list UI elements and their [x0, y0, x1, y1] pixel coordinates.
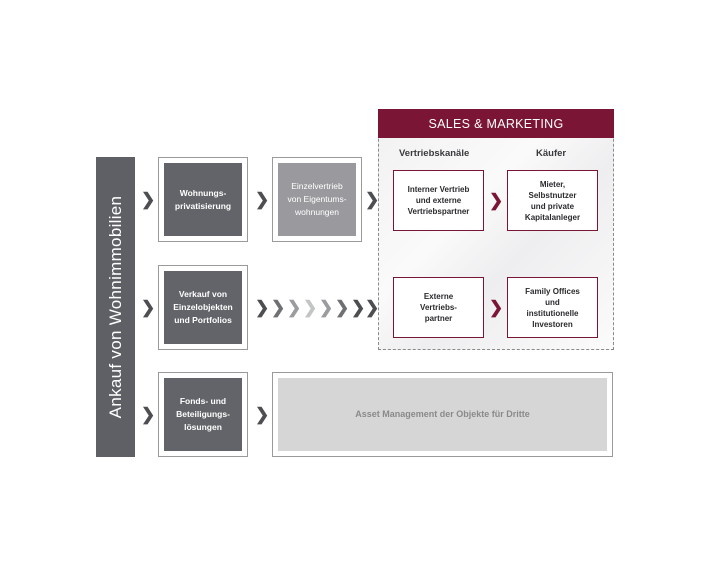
- row-2-frame: Verkauf von Einzelobjekten und Portfolio…: [158, 265, 248, 350]
- vertical-category-bar: Ankauf von Wohnimmobilien: [96, 157, 135, 457]
- chevron-right-icon: ❯: [141, 405, 156, 424]
- fonds-beteiligungen-box: Fonds- und Beteiligungs- lösungen: [164, 378, 242, 451]
- asset-management-box: Asset Management der Objekte für Dritte: [278, 378, 607, 451]
- chevron-right-icon: ❯: [335, 298, 350, 317]
- chevron-right-icon: ❯: [303, 298, 318, 317]
- chevron-right-icon: ❯: [255, 190, 270, 209]
- chevron-right-icon: ❯: [365, 190, 380, 209]
- chevron-right-icon: ❯: [319, 298, 334, 317]
- verkauf-einzelobjekte-box: Verkauf von Einzelobjekten und Portfolio…: [164, 271, 242, 344]
- column-header-buyers: Käufer: [536, 148, 567, 159]
- einzelvertrieb-box: Einzelvertrieb von Eigentums- wohnungen: [278, 163, 356, 236]
- chevron-right-icon: ❯: [351, 298, 366, 317]
- row-1-secondary-frame: Einzelvertrieb von Eigentums- wohnungen: [272, 157, 362, 242]
- row-1-frame: Wohnungs- privatisierung: [158, 157, 248, 242]
- buyer-private-box: Mieter, Selbstnutzer und private Kapital…: [507, 170, 598, 231]
- chevron-right-icon: ❯: [141, 190, 156, 209]
- chevron-right-icon: ❯: [255, 298, 270, 317]
- vertical-category-label: Ankauf von Wohnimmobilien: [105, 195, 125, 419]
- column-header-channels: Vertriebskanäle: [399, 148, 470, 159]
- chevron-right-icon: ❯: [287, 298, 302, 317]
- chevron-right-icon: ❯: [365, 298, 380, 317]
- channel-internal-box: Interner Vertrieb und externe Vertriebsp…: [393, 170, 484, 231]
- asset-management-frame: Asset Management der Objekte für Dritte: [272, 372, 613, 457]
- row-3-frame: Fonds- und Beteiligungs- lösungen: [158, 372, 248, 457]
- wohnungsprivatisierung-box: Wohnungs- privatisierung: [164, 163, 242, 236]
- chevron-right-icon: ❯: [141, 298, 156, 317]
- chevron-right-icon: ❯: [255, 405, 270, 424]
- chevron-right-icon: ❯: [271, 298, 286, 317]
- chevron-right-icon: ❯: [489, 298, 504, 317]
- channel-external-box: Externe Vertriebs- partner: [393, 277, 484, 338]
- sales-marketing-header: SALES & MARKETING: [378, 109, 614, 138]
- buyer-institutional-box: Family Offices und institutionelle Inves…: [507, 277, 598, 338]
- chevron-right-icon: ❯: [489, 191, 504, 210]
